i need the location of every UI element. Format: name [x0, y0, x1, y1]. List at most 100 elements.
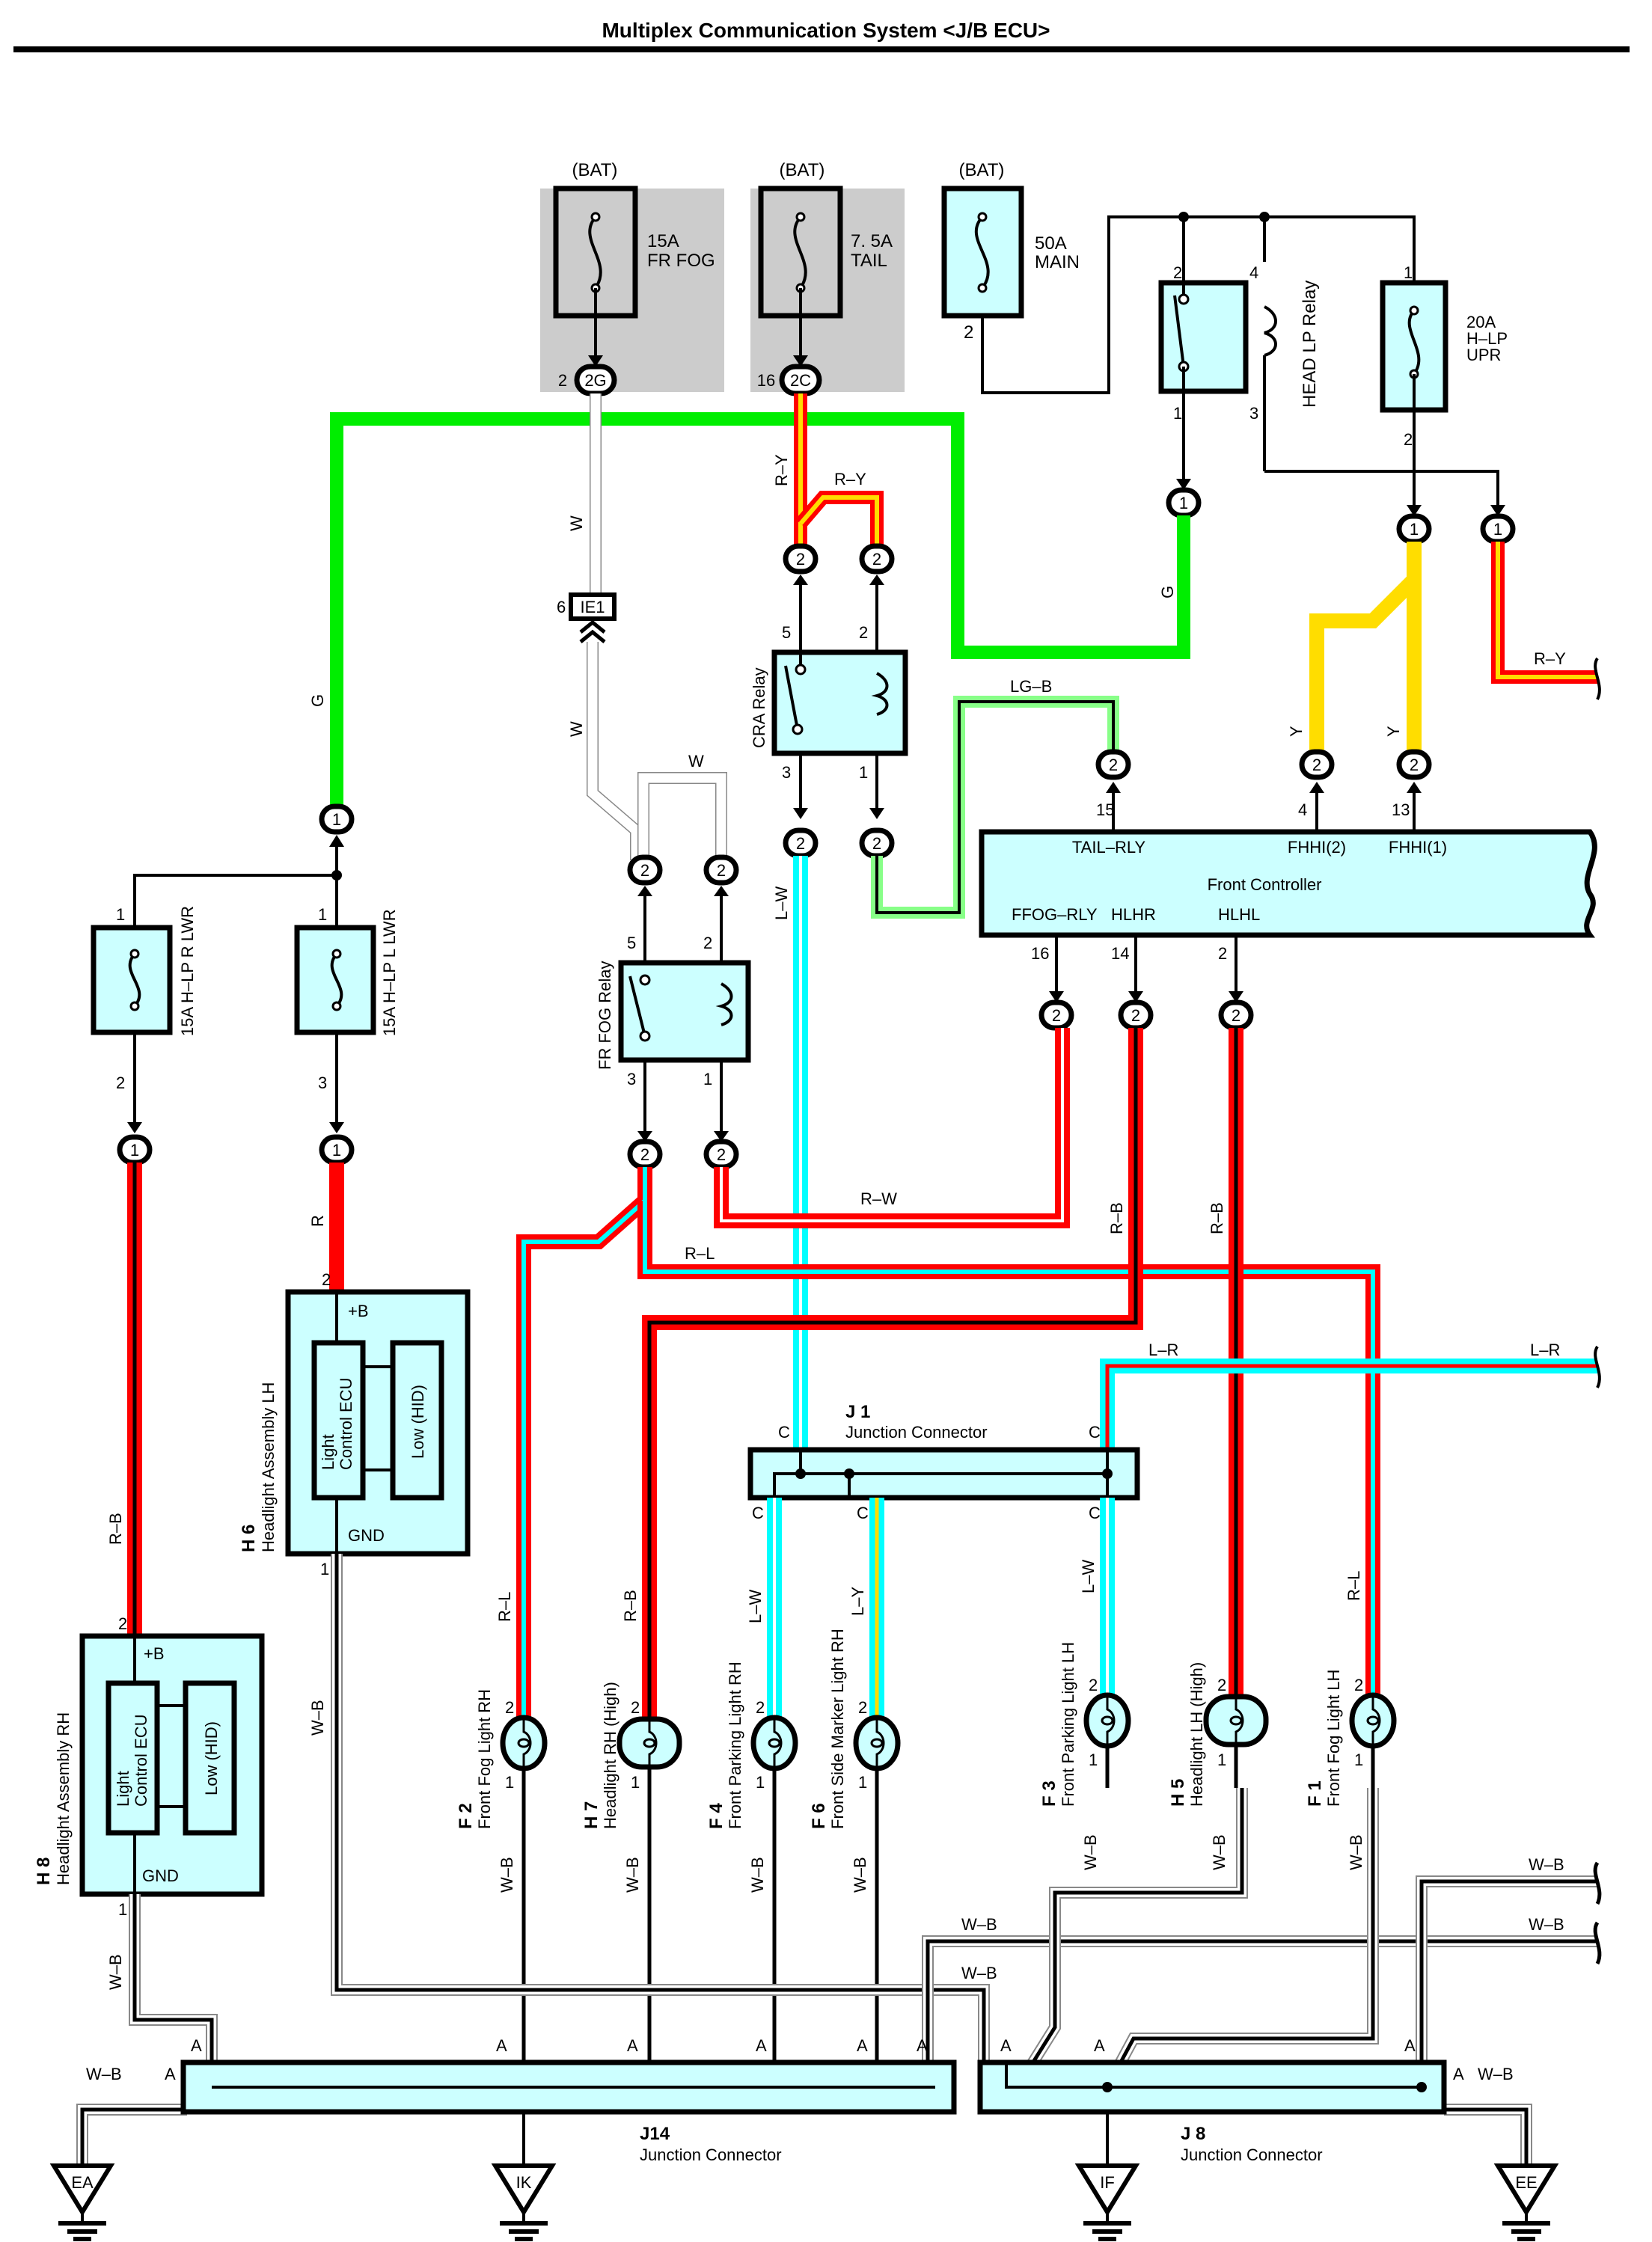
headlight-assembly-rh: +B GND Light Control ECU Low (HID) H 8 H…: [34, 1614, 265, 1919]
lamp-name: Headlight RH (High): [601, 1682, 620, 1829]
svg-text:W–B: W–B: [308, 1700, 327, 1736]
svg-text:2: 2: [116, 1073, 125, 1092]
svg-text:Low (HID): Low (HID): [202, 1721, 221, 1795]
connector-2-tail-rly: 2: [1095, 749, 1131, 832]
lamp-pin-bottom: 1: [631, 1773, 640, 1792]
svg-text:Control ECU: Control ECU: [337, 1378, 355, 1470]
svg-text:W: W: [688, 752, 704, 771]
svg-text:C: C: [857, 1504, 869, 1522]
lamp-name: Front Fog Light RH: [475, 1689, 494, 1829]
lamp-pin-bottom: 1: [858, 1773, 867, 1792]
svg-text:MAIN: MAIN: [1035, 252, 1080, 272]
lamp-pin-bottom: 1: [1089, 1751, 1098, 1769]
connector-2-cra-top-left: 2: [783, 543, 819, 585]
svg-text:J 8: J 8: [1181, 2124, 1205, 2144]
svg-text:A: A: [496, 2036, 507, 2055]
svg-text:C: C: [752, 1504, 764, 1522]
wire-main-bus: [981, 215, 1266, 394]
wire-l-w-main: L–W: [772, 856, 808, 1451]
wire-w-lower: W W: [567, 642, 727, 860]
coil-icon: [871, 672, 889, 716]
svg-text:A: A: [917, 2036, 928, 2055]
svg-text:L–R: L–R: [1530, 1341, 1560, 1359]
svg-text:2: 2: [1052, 1006, 1061, 1025]
svg-text:A: A: [1453, 2065, 1464, 2083]
relay-head-lp: 2 4 1 3 HEAD LP Relay: [1158, 217, 1320, 483]
page-title: Multiplex Communication System <J/B ECU>: [602, 19, 1050, 42]
lamp-code: F 6: [809, 1803, 829, 1829]
svg-text:TAIL: TAIL: [851, 251, 887, 271]
lamp-pin-bottom: 1: [756, 1773, 765, 1792]
svg-text:15A: 15A: [647, 231, 679, 251]
svg-text:13: 13: [1392, 800, 1410, 819]
svg-text:FR FOG Relay: FR FOG Relay: [596, 961, 614, 1070]
fuse-icon: [1407, 309, 1421, 376]
svg-text:H 8: H 8: [34, 1857, 54, 1885]
svg-text:TAIL–RLY: TAIL–RLY: [1072, 838, 1146, 857]
lamp-code: H 5: [1168, 1779, 1188, 1807]
lamp-code: F 4: [706, 1803, 726, 1829]
svg-text:FHHI(1): FHHI(1): [1389, 838, 1447, 857]
svg-text:1: 1: [116, 905, 125, 924]
ground-icon: [1493, 2163, 1559, 2217]
svg-text:L–W: L–W: [772, 886, 791, 920]
svg-text:R–L: R–L: [495, 1592, 514, 1622]
wire-r-y-cra: R–Y R–Y: [772, 393, 884, 557]
connector-2g: 2G 2: [558, 355, 617, 396]
relay-cra: 5 2 3 1 CRA Relay: [750, 585, 908, 815]
junction-connector-j8: J 8 Junction Connector A A A A: [977, 2036, 1464, 2164]
svg-text:1: 1: [320, 1560, 329, 1578]
svg-text:Junction Connector: Junction Connector: [1181, 2145, 1323, 2164]
ground-ik: IK: [491, 2112, 557, 2241]
svg-text:2: 2: [1232, 1006, 1240, 1025]
svg-text:3: 3: [1249, 404, 1258, 423]
fuse-icon: [330, 952, 343, 1008]
title-rule: [13, 46, 1630, 52]
svg-text:A: A: [191, 2036, 202, 2055]
wire-label-w-b: W–B: [1210, 1834, 1229, 1870]
connector-1-lwr: 1 1: [117, 1122, 355, 1166]
svg-text:2: 2: [703, 934, 712, 952]
svg-text:2: 2: [1173, 263, 1182, 282]
svg-text:2: 2: [1312, 756, 1321, 774]
svg-text:+B: +B: [348, 1302, 369, 1320]
svg-text:16: 16: [757, 371, 775, 390]
svg-text:50A: 50A: [1035, 233, 1067, 254]
wire-r-h6: R: [308, 1163, 344, 1290]
svg-text:5: 5: [627, 934, 636, 952]
svg-text:1: 1: [1493, 520, 1502, 539]
fuse-icon: [588, 215, 602, 290]
svg-text:J 1: J 1: [845, 1402, 870, 1422]
svg-text:2: 2: [872, 834, 881, 853]
svg-text:1: 1: [1410, 520, 1419, 539]
svg-text:W–B: W–B: [1478, 2065, 1514, 2083]
connector-1-hlp-relay: 1: [1480, 505, 1516, 545]
svg-text:R–Y: R–Y: [834, 470, 866, 488]
svg-text:1: 1: [130, 1141, 139, 1160]
svg-text:R–B: R–B: [1208, 1202, 1226, 1234]
svg-text:15A H–LP R LWR: 15A H–LP R LWR: [178, 906, 197, 1036]
svg-text:C: C: [1089, 1423, 1101, 1442]
lamp-pin-top: 2: [631, 1698, 640, 1717]
wire-w: W: [567, 393, 602, 595]
svg-text:Control ECU: Control ECU: [132, 1715, 150, 1807]
lamp-name: Front Fog Light LH: [1324, 1670, 1343, 1807]
junction-connector-j14: J14 Junction Connector A A A A A A A: [165, 2036, 957, 2164]
wire-label-w-b: W–B: [748, 1857, 767, 1893]
svg-text:R–Y: R–Y: [772, 454, 791, 486]
svg-text:Y: Y: [1384, 726, 1403, 737]
svg-text:R–L: R–L: [685, 1244, 715, 1263]
fuse-icon: [793, 215, 807, 290]
svg-text:W–B: W–B: [1529, 1855, 1564, 1874]
svg-text:3: 3: [782, 763, 791, 782]
svg-text:L–R: L–R: [1148, 1341, 1178, 1359]
svg-text:CRA Relay: CRA Relay: [750, 667, 768, 748]
svg-text:W–B: W–B: [961, 1964, 997, 1982]
svg-text:Headlight Assembly RH: Headlight Assembly RH: [54, 1712, 73, 1885]
svg-text:20A: 20A: [1466, 313, 1496, 331]
bat-label-2: (BAT): [780, 160, 825, 180]
svg-text:L–Y: L–Y: [848, 1587, 867, 1616]
svg-text:R–B: R–B: [621, 1590, 640, 1622]
